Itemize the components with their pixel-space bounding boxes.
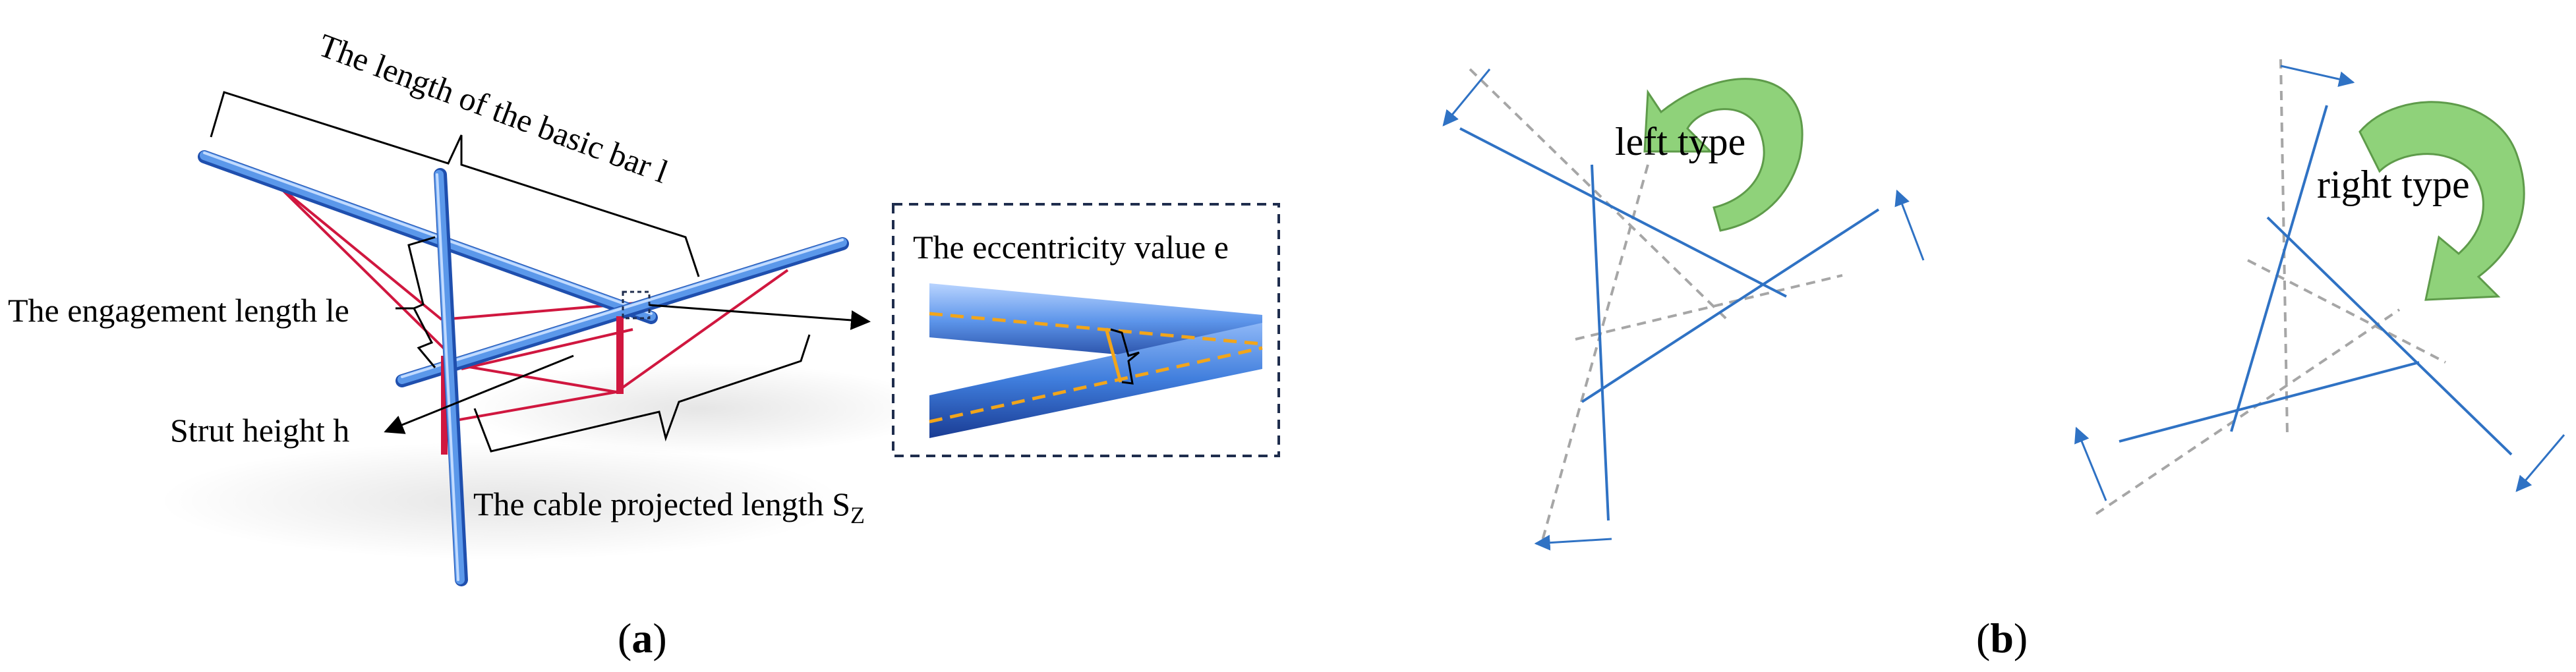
cable	[448, 391, 617, 423]
label-basic-bar-length: The length of the basic bar l	[314, 26, 673, 190]
caption-a: (a)	[618, 615, 667, 661]
leader-inset	[649, 304, 871, 330]
tangent-arrows	[1442, 69, 1925, 551]
cable	[461, 364, 617, 393]
label-eccentricity: The eccentricity value e	[913, 229, 1229, 266]
panel-a: The length of the basic bar l The engage…	[8, 26, 1280, 661]
caption-b: (b)	[1976, 615, 2028, 661]
basic-bar-1	[198, 150, 658, 324]
cable	[276, 183, 463, 367]
leader-strut-height	[384, 354, 574, 434]
strut	[441, 356, 448, 455]
cable	[615, 269, 789, 393]
label-strut-height: Strut height h	[170, 412, 349, 449]
ground-shadow	[158, 441, 844, 560]
brace-cable-projected	[473, 334, 811, 453]
label-cable-projected-length: The cable projected length SZ	[473, 486, 865, 528]
panel-b-left: left type	[1442, 68, 1925, 551]
label-left-type: left type	[1615, 120, 1745, 163]
panel-b-right: right type	[2074, 59, 2565, 515]
label-right-type: right type	[2317, 163, 2470, 206]
eccentricity-brace	[1110, 328, 1140, 385]
dashed-triangle	[1469, 68, 1843, 541]
solid-triangle	[2119, 105, 2513, 456]
label-engagement-length: The engagement length le	[8, 292, 349, 329]
cable	[276, 183, 443, 321]
tangent-arrows	[2074, 65, 2565, 501]
basic-bar-3	[434, 168, 468, 586]
brace-engagement	[407, 236, 436, 368]
rotation-arrow-right-icon	[2358, 101, 2525, 301]
cable	[461, 328, 633, 370]
rotation-arrow-left-icon	[1643, 78, 1803, 232]
dashed-triangle	[2095, 59, 2446, 515]
eccentricity-inset: The eccentricity value e	[892, 203, 1280, 457]
strut	[616, 316, 624, 394]
brace-basic-bar	[210, 91, 700, 277]
solid-triangle	[1459, 127, 1880, 521]
